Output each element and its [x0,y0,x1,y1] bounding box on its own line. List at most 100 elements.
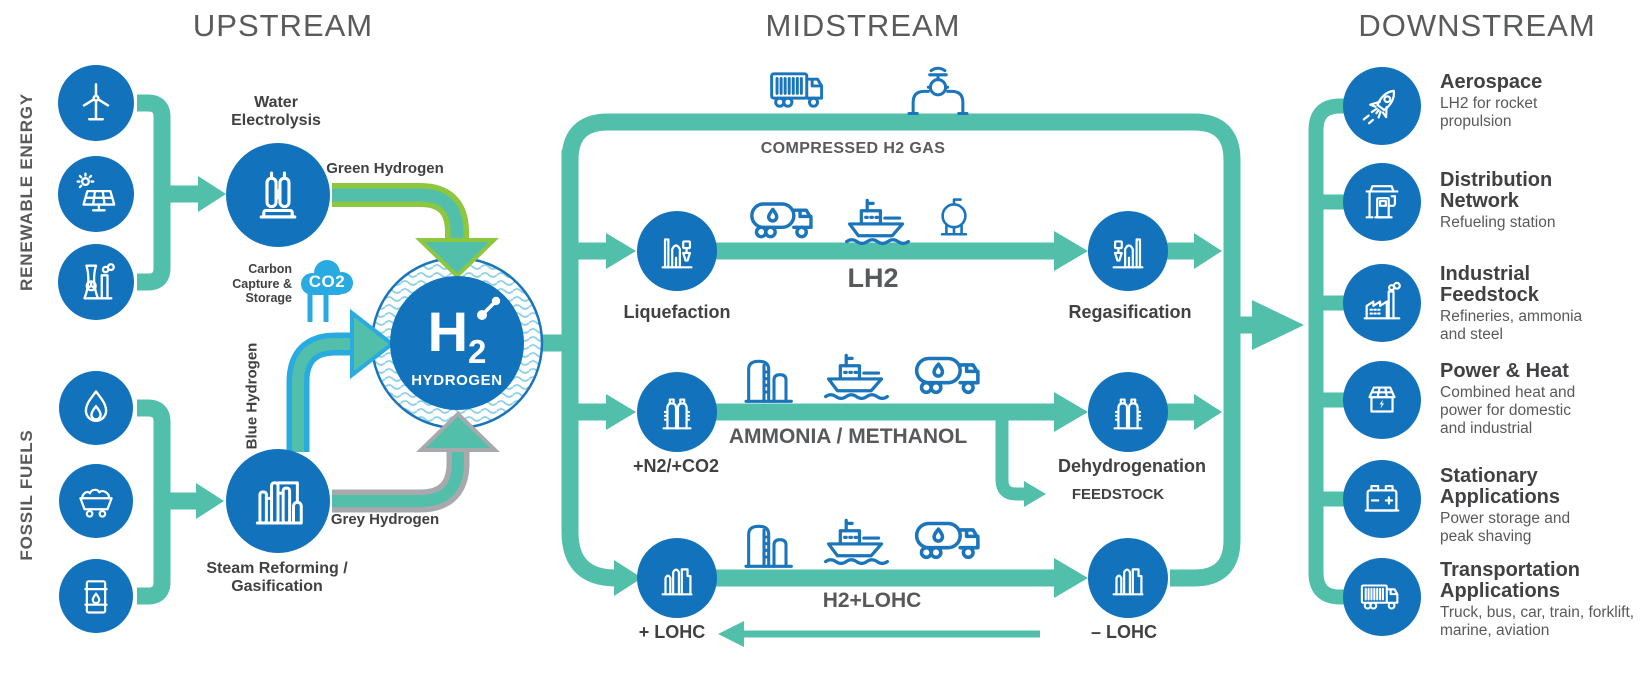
water-electrolysis-label: Water Electrolysis [231,94,321,129]
teal-arrowheads [196,176,1304,647]
blue-hydrogen-label: Blue Hydrogen [243,342,261,450]
downstream-item-title: Aerospace [1440,71,1543,93]
battery-icon [1364,484,1400,512]
dehydrogenation-node [1088,372,1168,452]
ship-icon [824,353,890,401]
co2-label: CO2 [308,272,346,291]
downstream-item-title: Industrial Feedstock [1440,263,1539,306]
downstream-item-description: Refueling station [1440,213,1556,231]
lohc-route-label: H2+LOHC [822,589,922,612]
steam-reforming-label: Steam Reforming / Gasification [206,560,348,595]
liquefaction-plant-icon [661,238,693,269]
green-hydrogen-label: Green Hydrogen [326,160,444,177]
lh2-route-label: LH2 [847,263,899,293]
refinery-icon [255,481,303,525]
downstream-item-industrial: Industrial Feedstock Refineries, ammonia… [1440,264,1640,344]
electrolyzer-icon [259,171,297,219]
carbon-capture-label: Carbon Capture & Storage [232,262,292,306]
solar-house-icon [1368,386,1396,413]
fossil-fuels-label: FOSSIL FUELS [17,429,36,561]
downstream-item-description: Refineries, ammonia and steel [1440,307,1583,343]
liquefaction-node [637,211,717,291]
plus-lohc-label: + LOHC [638,622,706,642]
downstream-heading: DOWNSTREAM [1358,8,1596,43]
sphere-tank-icon [940,198,968,236]
renewable-source-wind [58,65,134,141]
downstream-power-heat-node [1343,361,1421,439]
container-truck-icon [1360,584,1399,610]
downstream-item-title: Transportation Applications [1440,559,1581,602]
wind-turbine-icon [82,83,110,121]
ammonia-synthesis-node [637,372,717,452]
fossil-source-oil [59,559,133,633]
downstream-bracket [1308,98,1344,605]
tanker-truck-icon [750,202,813,239]
midstream-heading: MIDSTREAM [765,8,961,43]
feedstock-label: FEEDSTOCK [1071,486,1165,503]
storage-tanks-icon [744,524,793,568]
hydrogen-caption: HYDROGEN [411,372,503,390]
container-truck-icon [770,72,824,108]
dehydrogenation-label: Dehydrogenation [1057,456,1207,476]
fossil-source-gas [59,371,133,445]
flame-icon [84,390,108,423]
renewable-energy-label: RENEWABLE ENERGY [17,93,36,291]
downstream-item-transportation: Transportation Applications Truck, bus, … [1440,560,1640,640]
n2-co2-label: +N2/+CO2 [632,456,720,476]
lohc-plant-icon [1112,568,1144,596]
minus-lohc-label: – LOHC [1090,622,1158,642]
pipeline-valve-icon [907,66,969,115]
downstream-item-description: Truck, bus, car, train, forklift, marine… [1440,603,1635,639]
fuel-pump-icon [1365,185,1399,219]
downstream-industrial-node [1343,264,1421,342]
gas-cylinders-icon [662,398,692,430]
co2-cloud-icon [301,260,353,295]
regasification-node [1088,211,1168,291]
downstream-item-description: LH2 for rocket propulsion [1440,94,1538,130]
ship-icon [845,198,911,246]
water-electrolysis-node [226,143,330,247]
gas-cylinders-icon [1113,398,1143,430]
downstream-distribution-node [1343,163,1421,241]
downstream-item-title: Power & Heat [1440,360,1569,382]
oil-barrel-icon [84,580,108,614]
downstream-item-title: Stationary Applications [1440,465,1561,508]
lohc-dehydrogenation-node [1088,538,1168,618]
ship-icon [824,518,890,566]
rocket-icon [1362,89,1396,125]
renewable-source-nuclear [58,244,134,320]
renewable-source-solar [58,156,134,232]
regasification-label: Regasification [1068,302,1192,322]
upstream-heading: UPSTREAM [192,8,374,43]
molecule-icon [477,296,501,320]
grey-hydrogen-label: Grey Hydrogen [330,511,440,528]
lohc-plant-icon [661,568,693,596]
fossil-source-coal [59,464,133,538]
downstream-item-power-heat: Power & Heat Combined heat and power for… [1440,361,1640,438]
coal-cart-icon [79,488,113,518]
regasification-plant-icon [1112,238,1144,269]
factory-icon [1363,281,1401,320]
teal-pipe-group [137,94,1256,605]
downstream-item-distribution: Distribution Network Refueling station [1440,170,1640,232]
liquefaction-label: Liquefaction [623,302,731,322]
storage-tanks-icon [744,359,793,403]
downstream-item-title: Distribution Network [1440,169,1553,212]
downstream-transportation-node [1343,558,1421,636]
steam-reforming-node [226,449,330,553]
compressed-h2-label: COMPRESSED H2 GAS [760,140,946,157]
downstream-item-aerospace: Aerospace LH2 for rocket propulsion [1440,72,1640,131]
tanker-truck-icon [914,521,980,560]
tanker-truck-icon [914,356,980,395]
solar-panel-icon [76,172,116,212]
downstream-item-stationary: Stationary Applications Power storage an… [1440,466,1640,546]
ammonia-route-label: AMMONIA / METHANOL [728,425,968,448]
downstream-item-description: Power storage and peak shaving [1440,509,1571,545]
co2-capture-lines [307,294,329,322]
downstream-aerospace-node [1343,67,1421,145]
lohc-hydrogenation-node [637,538,717,618]
